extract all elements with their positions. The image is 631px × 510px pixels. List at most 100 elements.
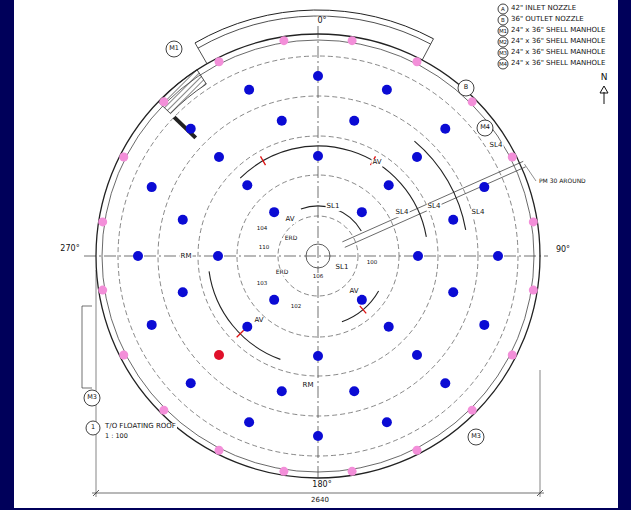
pink-point	[508, 153, 517, 162]
part-label: SL1	[335, 264, 350, 272]
blue-point	[242, 180, 252, 190]
pink-point	[348, 467, 357, 476]
blue-point	[357, 295, 367, 305]
pink-point	[98, 217, 107, 226]
view-number: 1	[91, 424, 95, 431]
blue-point	[479, 182, 489, 192]
pink-point	[215, 57, 224, 66]
pink-point	[279, 36, 288, 45]
symbol-circle	[84, 390, 100, 406]
platform-arc	[198, 16, 431, 48]
pink-point	[159, 406, 168, 415]
blue-point	[313, 71, 323, 81]
rolling-ladder	[342, 161, 523, 242]
blue-point	[186, 124, 196, 134]
callout-number: 104	[256, 225, 269, 231]
symbol-circle	[468, 429, 484, 445]
stairway	[158, 70, 206, 114]
part-label: SL4	[489, 142, 504, 150]
vent-mark	[360, 306, 366, 314]
symbol-letter: M3	[87, 394, 97, 401]
leader-line	[524, 164, 536, 181]
part-label: AV	[371, 159, 382, 167]
pink-point	[119, 153, 128, 162]
blue-point	[357, 207, 367, 217]
extension-line	[96, 270, 97, 497]
pink-point	[119, 350, 128, 359]
pink-point	[508, 350, 517, 359]
part-label: AV	[253, 317, 264, 325]
symbol-circle	[498, 48, 508, 58]
platform-arc	[422, 39, 433, 60]
blue-point	[440, 378, 450, 388]
pink-point	[98, 286, 107, 295]
pink-point	[412, 57, 421, 66]
blue-point	[382, 417, 392, 427]
symbol-letter: M1	[499, 28, 507, 34]
blue-point	[242, 322, 252, 332]
symbol-circle	[498, 4, 508, 14]
pink-point	[215, 446, 224, 455]
part-label: RM	[180, 253, 193, 261]
part-label: SL4	[395, 209, 410, 217]
part-label: RM	[302, 382, 315, 390]
blue-point	[448, 215, 458, 225]
symbol-circle	[498, 59, 508, 69]
legend-text: 42" INLET NOZZLE	[511, 5, 576, 13]
symbol-letter: M4	[480, 124, 490, 131]
blue-point	[384, 322, 394, 332]
blue-point	[412, 152, 422, 162]
blue-point	[382, 85, 392, 95]
part-label: ERD	[275, 269, 290, 276]
blue-point	[448, 287, 458, 297]
blue-point	[133, 251, 143, 261]
symbol-circle	[498, 26, 508, 36]
legend-text: 36" OUTLET NOZZLE	[511, 16, 584, 24]
blue-point	[277, 116, 287, 126]
pink-point	[279, 467, 288, 476]
legend-text: 24" x 36" SHELL MANHOLE	[511, 49, 605, 57]
blue-point	[269, 207, 279, 217]
blue-point	[277, 386, 287, 396]
blue-point	[214, 152, 224, 162]
symbol-letter: M2	[499, 39, 507, 45]
blue-point	[313, 431, 323, 441]
symbol-circle	[458, 80, 474, 96]
dimension-tick	[537, 490, 543, 496]
seal-arc	[414, 141, 465, 230]
callout-number: 103	[256, 280, 269, 286]
symbol-letter: M3	[499, 50, 507, 56]
vent-mark	[237, 330, 244, 337]
axis-line	[84, 256, 548, 257]
symbol-letter: M4	[499, 61, 507, 67]
blue-point	[244, 85, 254, 95]
callout-number: 100	[366, 259, 379, 265]
north-arrow	[600, 86, 608, 93]
axis-line	[318, 26, 319, 480]
part-label: SL1	[326, 203, 341, 211]
north-arrow	[604, 92, 605, 104]
scale-text: 1 : 100	[104, 433, 129, 440]
callout-number: 106	[312, 273, 325, 279]
callout-number: 110	[258, 244, 271, 250]
pink-point	[159, 97, 168, 106]
north-label: N	[600, 73, 609, 83]
extension-line	[540, 370, 541, 497]
pink-point	[468, 97, 477, 106]
blue-point	[349, 116, 359, 126]
bracket	[82, 306, 92, 388]
pink-point	[529, 217, 538, 226]
dimension-line	[92, 493, 544, 494]
blue-point	[413, 251, 423, 261]
rolling-ladder	[345, 167, 526, 248]
blue-point	[493, 251, 503, 261]
angle-label: 180°	[311, 481, 332, 490]
blue-point	[440, 124, 450, 134]
pink-point	[529, 286, 538, 295]
pink-point	[412, 446, 421, 455]
blue-point	[479, 320, 489, 330]
pink-point	[348, 36, 357, 45]
pink-point	[468, 406, 477, 415]
legend-text: 24" x 36" SHELL MANHOLE	[511, 27, 605, 35]
blue-point	[384, 180, 394, 190]
